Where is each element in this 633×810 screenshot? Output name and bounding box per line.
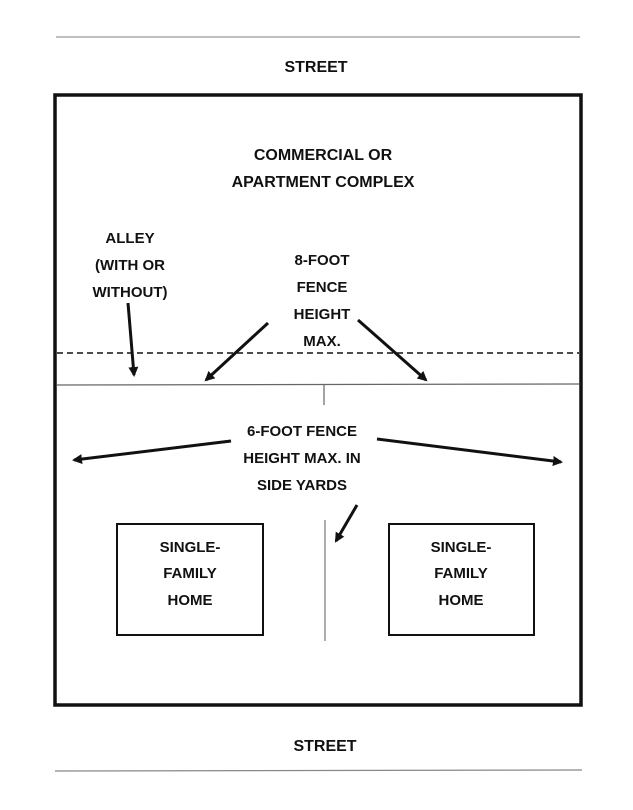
home-right-label-line-1: SINGLE- [431,539,492,556]
rear-fence-line [56,383,580,386]
eight-foot-arrow-right [357,318,428,382]
eight-foot-label-line-1: 8-FOOT [295,252,350,269]
eight-foot-label-line-2: FENCE [297,279,348,296]
bottom-street-label: STREET [293,738,356,755]
eight-foot-label-line-4: MAX. [303,333,341,350]
alley-label-line-1: ALLEY [105,230,154,247]
six-foot-label-line-1: 6-FOOT FENCE [247,423,357,440]
home-left-label-line-1: SINGLE- [160,539,221,556]
commercial-label-line-2: APARTMENT COMPLEX [232,174,415,191]
alley-label-line-3: WITHOUT) [93,284,168,301]
home-left-label-line-2: FAMILY [163,565,217,582]
home-left-label-line-3: HOME [168,592,213,609]
six-foot-label-line-3: SIDE YARDS [257,477,347,494]
bottom-street-line [54,769,583,772]
six-foot-arrow-down [334,504,359,543]
eight-foot-arrow-left [204,321,270,382]
property-boundary [53,93,583,707]
home-right-label-line-2: FAMILY [434,565,488,582]
alley-arrow [126,302,139,377]
home-right-label-line-3: HOME [439,592,484,609]
six-foot-arrow-left [72,439,232,465]
six-foot-label-line-2: HEIGHT MAX. IN [243,450,361,467]
home-right-box [388,523,535,636]
commercial-label-line-1: COMMERCIAL OR [254,147,393,164]
alley-label-line-2: (WITH OR [95,257,165,274]
home-left-box [116,523,264,636]
six-foot-arrow-right [376,437,563,466]
top-street-label: STREET [284,59,347,76]
eight-foot-label-line-3: HEIGHT [294,306,351,323]
